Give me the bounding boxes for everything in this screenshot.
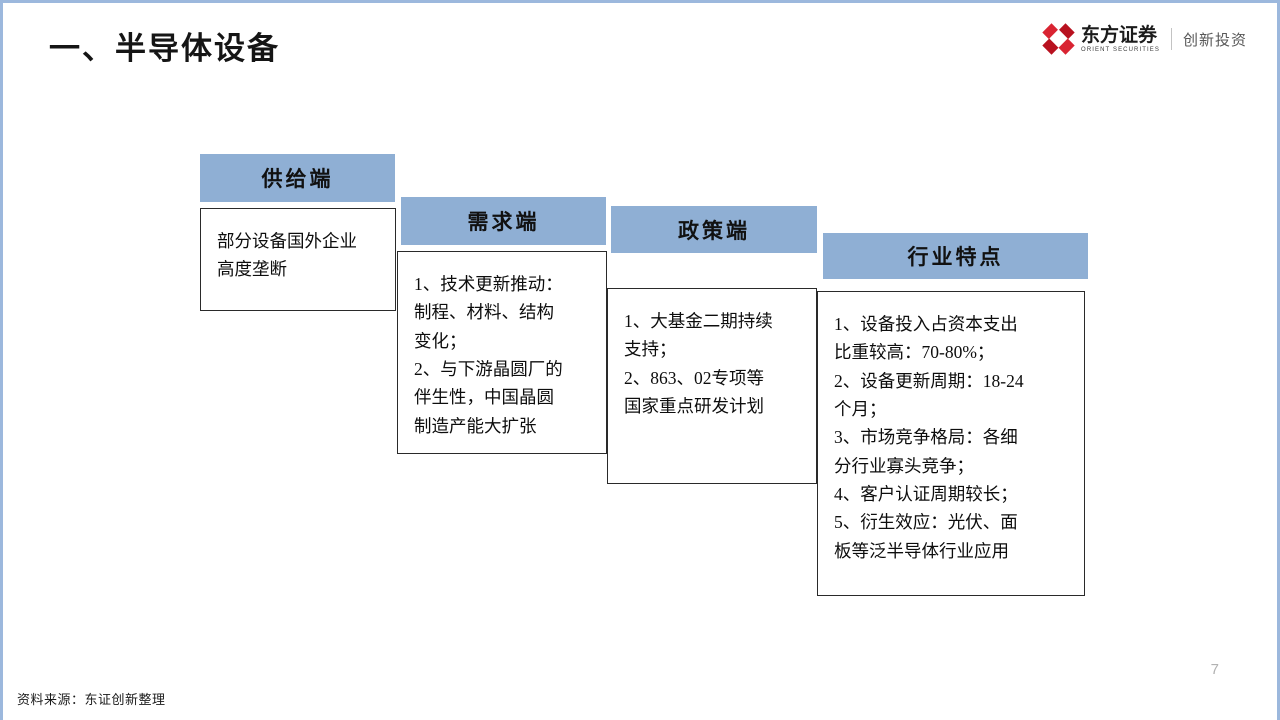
brand-names: 东方证券 ORIENT SECURITIES <box>1081 26 1160 53</box>
staircase-diagram: 供给端 部分设备国外企业 高度垄断 需求端 1、技术更新推动： 制程、材料、结构… <box>3 3 1277 720</box>
step-body-industry-traits: 1、设备投入占资本支出 比重较高：70-80%； 2、设备更新周期：18-24 … <box>817 291 1085 596</box>
step-header-policy: 政策端 <box>611 206 817 253</box>
brand-divider <box>1170 28 1172 50</box>
step-body-supply: 部分设备国外企业 高度垄断 <box>200 208 396 311</box>
brand-name-cn: 东方证券 <box>1081 24 1158 46</box>
brand-sub-label: 创新投资 <box>1182 31 1247 49</box>
step-body-demand: 1、技术更新推动： 制程、材料、结构 变化； 2、与下游晶圆厂的 伴生性，中国晶… <box>397 251 607 454</box>
step-header-supply: 供给端 <box>200 154 395 202</box>
page-title: 一、半导体设备 <box>49 31 280 66</box>
source-note: 资料来源：东证创新整理 <box>17 692 166 707</box>
page-number: 7 <box>1210 661 1219 678</box>
step-body-policy: 1、大基金二期持续 支持； 2、863、02专项等 国家重点研发计划 <box>607 288 817 484</box>
brand-name-en: ORIENT SECURITIES <box>1081 46 1160 53</box>
brand-lockup: 东方证券 ORIENT SECURITIES 创新投资 <box>1042 21 1247 57</box>
step-header-industry-traits: 行业特点 <box>823 233 1088 279</box>
step-header-demand: 需求端 <box>401 197 606 245</box>
